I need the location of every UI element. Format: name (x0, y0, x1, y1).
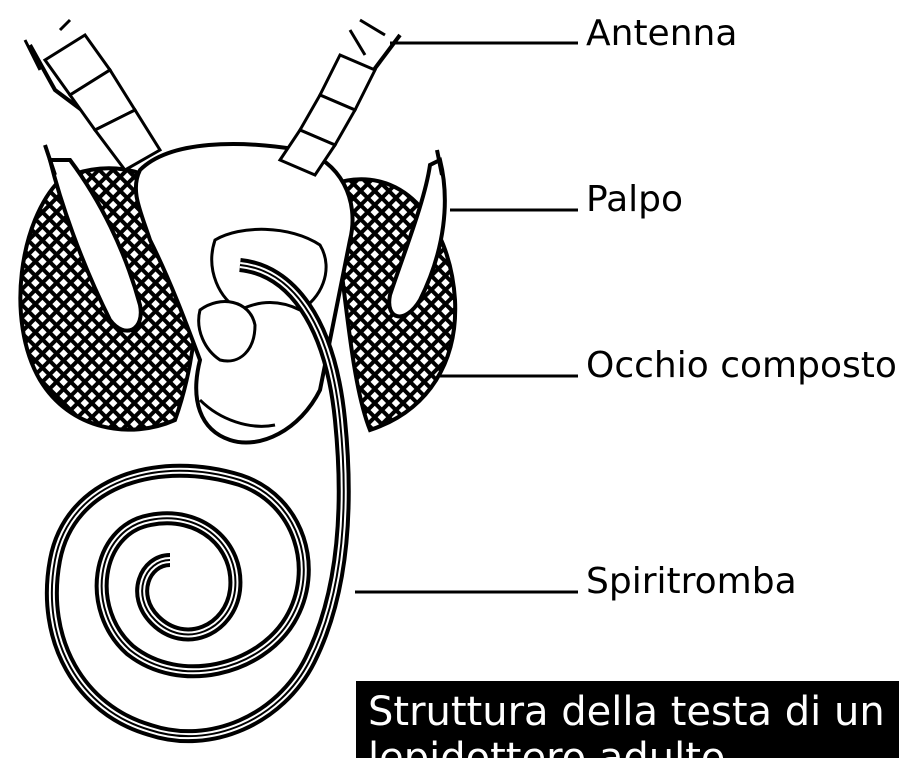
label-spiritromba: Spiritromba (586, 562, 797, 602)
label-antenna: Antenna (586, 14, 737, 54)
antenna-right (280, 20, 400, 175)
caption-box: Struttura della testa di un lepidottero … (356, 681, 899, 758)
label-palpo: Palpo (586, 180, 683, 220)
label-occhio-composto: Occhio composto (586, 346, 897, 386)
